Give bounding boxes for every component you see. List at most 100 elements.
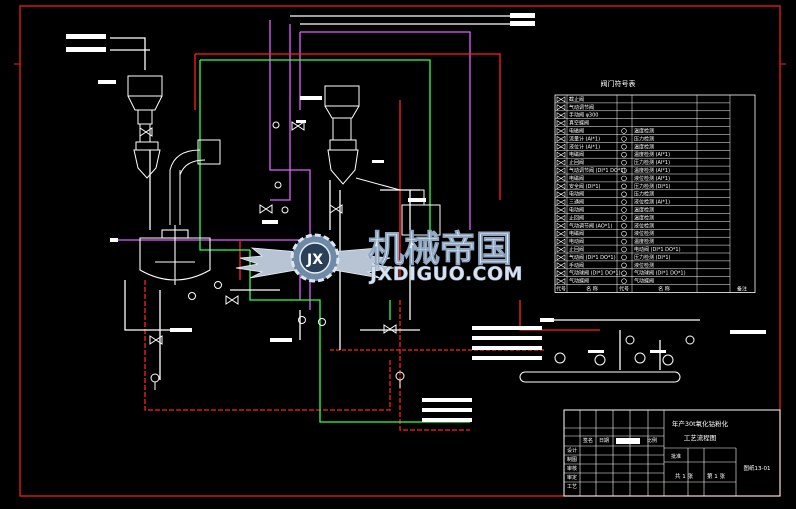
title-block-sheet-total: 共 1 张: [675, 472, 693, 480]
legend-symbol-icon: [556, 167, 566, 174]
pipe-green: [200, 59, 431, 230]
title-block-grid: [564, 410, 737, 496]
pipe-red: [399, 300, 470, 431]
watermark-gear-inner: [299, 242, 331, 274]
legend-footer: 代号名 称代号名 称备注: [556, 286, 747, 293]
equipment-header-pipe: [519, 335, 695, 383]
valve-legend-table: 阀门符号表 截止阀气动调节阀手动阀 φ300真空蝶阀电磁阀温度检测流量计 (AI…: [554, 79, 756, 293]
legend-symbol-icon: [556, 278, 566, 285]
legend-symbol-icon: [621, 183, 627, 190]
legend-item-name: 真空蝶阀: [569, 120, 589, 127]
legend-symbol-icon: [556, 104, 566, 111]
legend-symbol-icon: [621, 262, 627, 268]
legend-symbol-icon: [556, 112, 566, 119]
legend-symbol-icon: [621, 246, 627, 253]
legend-symbol-icon: [556, 246, 566, 253]
legend-item-name: 气动蝶阀: [634, 278, 654, 285]
pipe-magenta: [270, 24, 291, 201]
equipment-mid-vessel: [401, 189, 441, 236]
legend-footer-label: 名 称: [586, 286, 598, 293]
legend-title: 阀门符号表: [601, 79, 636, 88]
legend-item-name: 液位计 (AI*1): [569, 143, 600, 150]
equipment-duct: [169, 139, 221, 225]
legend-item-name: 手动阀: [569, 262, 584, 269]
legend-item-name: 气动阀 (DI*1 DO*1): [569, 254, 616, 261]
title-block-row-label: 审定: [567, 474, 577, 481]
valve-symbols: [139, 121, 397, 345]
legend-symbol-icon: [621, 199, 627, 205]
watermark-badge-text: JX: [306, 252, 323, 268]
equipment-right-tower: [324, 85, 401, 191]
legend-item-name: 气动调节阀: [569, 104, 594, 111]
legend-item-name: 压力检测: [634, 135, 654, 142]
legend-item-name: 温度检测: [634, 238, 654, 245]
legend-symbol-icon: [621, 270, 627, 276]
legend-item-name: 安全阀 (DI*1): [569, 183, 601, 190]
legend-symbol-icon: [621, 128, 627, 134]
annotation-marks: [66, 13, 766, 422]
legend-item-name: 电磁阀: [569, 128, 584, 135]
legend-symbol-icon: [556, 270, 566, 277]
legend-symbol-icon: [621, 254, 627, 261]
legend-symbol-icon: [556, 96, 566, 103]
legend-item-name: 电磁阀: [569, 230, 584, 237]
legend-footer-label: 代号: [619, 286, 629, 293]
title-block-row-label: 审核: [567, 465, 577, 472]
pipe-green: [249, 250, 470, 423]
title-block-fill: [616, 438, 640, 444]
pipe-white: [110, 37, 146, 70]
title-block: 年产30t氧化钴粉化 工艺流程图 图纸13-01 共 1 张 第 1 张 设计制…: [563, 409, 781, 497]
title-block-row-label: 制图: [567, 456, 577, 463]
legend-item-name: 气动蝶阀: [569, 278, 589, 285]
legend-symbol-icon: [556, 159, 566, 166]
legend-item-name: 温度检测: [634, 214, 654, 221]
legend-symbol-icon: [621, 175, 627, 182]
legend-symbol-icon: [556, 206, 566, 214]
legend-item-name: 压力检测 (AI*1): [634, 159, 670, 166]
legend-symbol-icon: [621, 144, 627, 150]
legend-symbol-icon: [621, 167, 627, 174]
legend-item-name: 温度检测: [634, 128, 654, 135]
title-block-col-labels: 签名日期比例批准: [583, 437, 681, 460]
legend-item-name: 气动球阀 (DI*1 DO*1): [634, 270, 686, 277]
legend-item-name: 液位检测 (AI*1): [634, 199, 670, 206]
legend-item-name: 气动球阀 (DI*1 DO*1): [569, 270, 621, 277]
legend-item-name: 温度检测: [634, 207, 654, 214]
legend-item-name: 液位检测 (AI*1): [634, 175, 670, 182]
legend-symbol-icon: [621, 207, 627, 213]
pipe-magenta: [300, 31, 471, 230]
legend-symbol-icon: [556, 183, 566, 190]
legend-item-name: 温度检测: [634, 143, 654, 150]
legend-symbol-icon: [621, 136, 627, 142]
title-block-project: 年产30t氧化钴粉化: [672, 419, 729, 428]
title-block-sheet-no: 第 1 张: [707, 472, 725, 480]
legend-item-name: 压力检测 (DI*1): [634, 183, 671, 190]
instrument-symbols: [150, 121, 405, 390]
legend-item-name: 电动阀 (DI*1 DO*1): [634, 246, 681, 253]
title-block-drawing-no: 图纸13-01: [744, 464, 771, 472]
legend-item-name: 电动阀: [569, 238, 584, 245]
legend-item-name: 止回阀: [569, 246, 584, 253]
legend-item-name: 压力检测: [634, 191, 654, 198]
legend-symbol-icon: [556, 127, 566, 135]
watermark: JX 机械帝国 JXDIGUO.COM: [235, 229, 523, 285]
legend-item-name: 压力检测 (DI*1): [634, 254, 671, 261]
legend-item-name: 电磁阀: [569, 151, 584, 158]
title-block-col-label: 比例: [647, 437, 657, 444]
legend-symbol-icon: [556, 143, 566, 150]
legend-symbol-icon: [556, 238, 566, 245]
legend-symbol-icon: [556, 191, 566, 198]
legend-symbol-icon: [556, 214, 566, 221]
legend-symbol-icon: [556, 254, 566, 261]
equipment-left-tower: [127, 75, 163, 179]
legend-symbol-icon: [556, 120, 566, 127]
watermark-wing-right: [329, 247, 395, 279]
legend-symbol-icon: [621, 231, 627, 237]
legend-item-name: 气动调节阀 (AO*1): [569, 222, 612, 229]
title-block-col-label: 签名: [583, 437, 593, 444]
legend-item-name: 温度检测 (AI*1): [634, 167, 670, 174]
pipe-red: [519, 300, 600, 331]
pipe-red: [195, 53, 501, 200]
legend-item-name: 流量计 (AI*1): [569, 135, 600, 142]
